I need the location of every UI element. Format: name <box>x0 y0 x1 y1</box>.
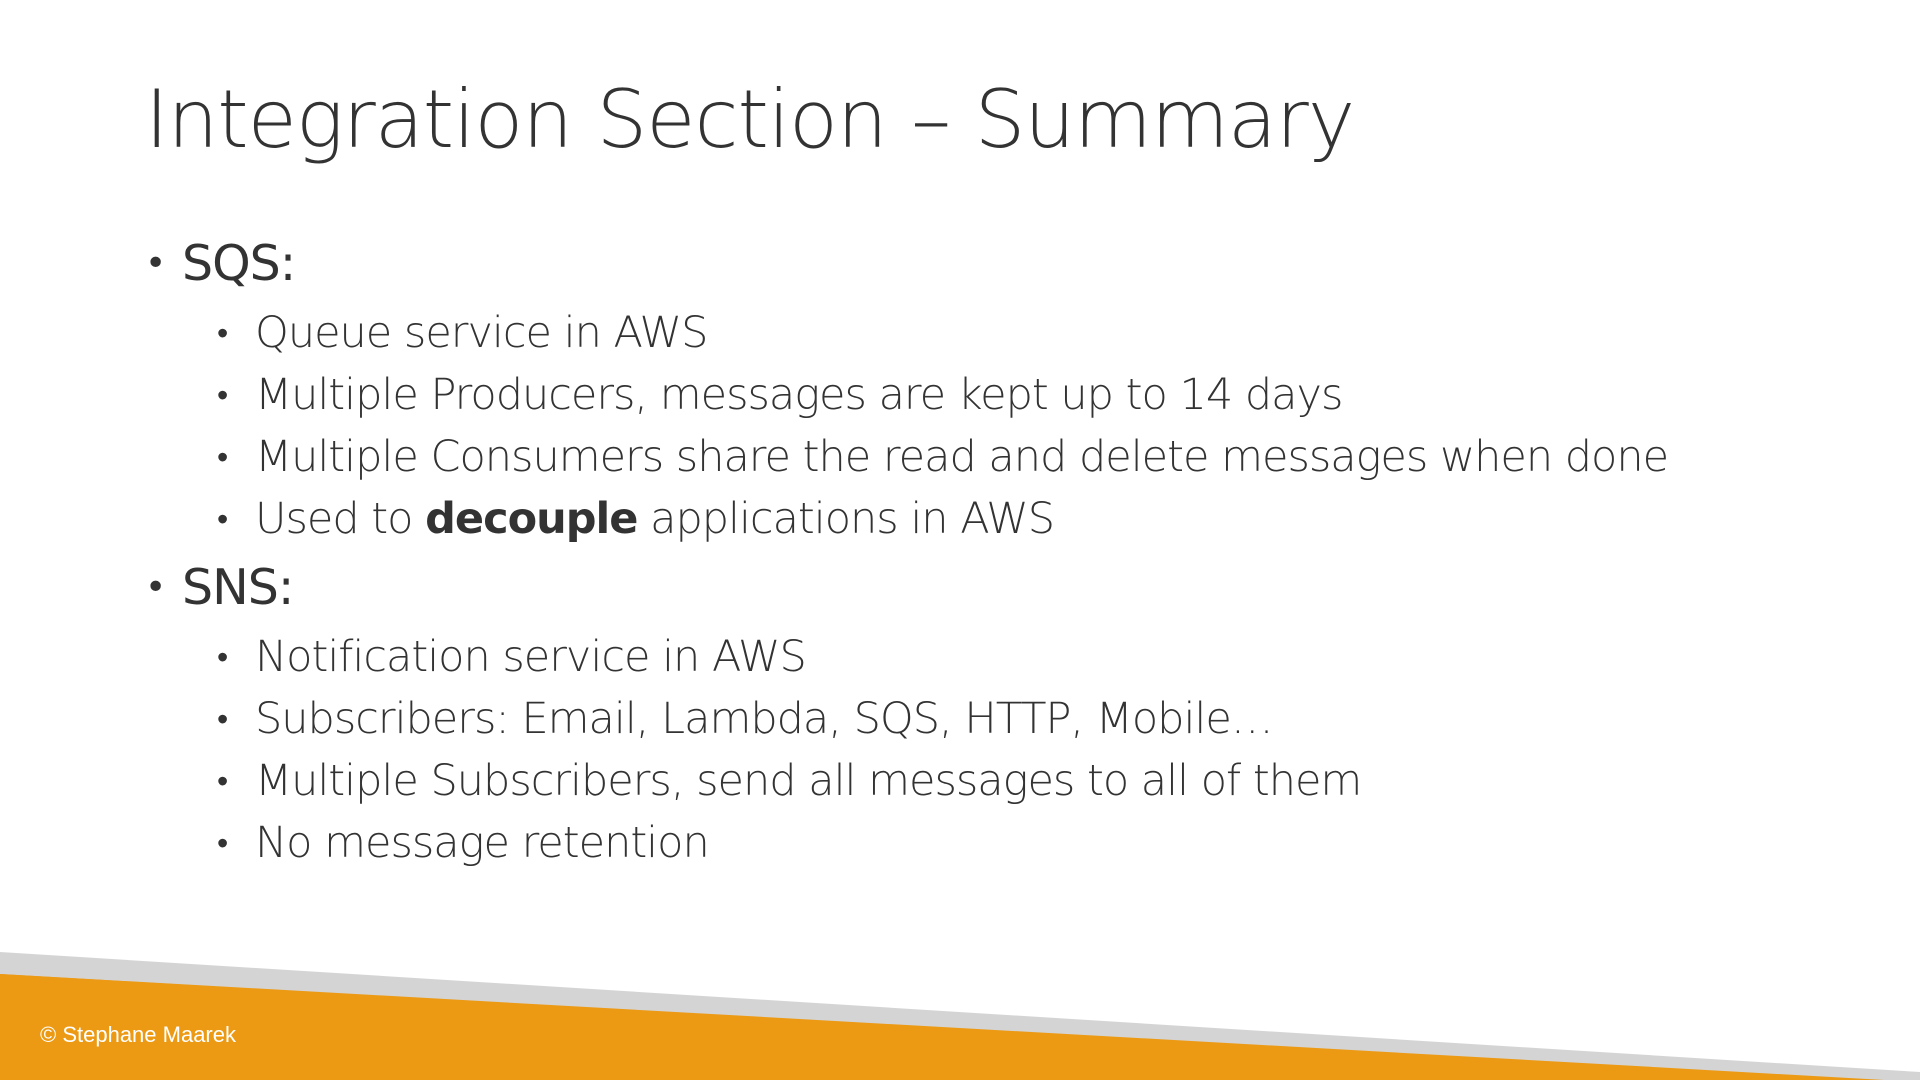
bullet-text: Subscribers: Email, Lambda, SQS, HTTP, M… <box>255 694 1274 744</box>
bullet-heading-sns: SNS: <box>145 550 1845 626</box>
sqs-bullet-item: Multiple Consumers share the read and de… <box>145 426 1845 488</box>
bullet-text: No message retention <box>255 818 710 868</box>
bullet-text: Queue service in AWS <box>255 308 708 358</box>
bullet-content: SQS: Queue service in AWS Multiple Produ… <box>145 226 1845 874</box>
sqs-bullet-item: Multiple Producers, messages are kept up… <box>145 364 1845 426</box>
udemy-watermark: Udemy <box>1840 1048 1885 1064</box>
bullet-text: Notification service in AWS <box>255 632 807 682</box>
bullet-text: Used to <box>255 494 426 544</box>
footer-orange-band <box>0 974 1920 1080</box>
bullet-text: Multiple Subscribers, send all messages … <box>255 756 1362 806</box>
bullet-text: applications in AWS <box>637 494 1055 544</box>
sqs-bullet-item: Used to decouple applications in AWS <box>145 488 1845 550</box>
bullet-text: Multiple Producers, messages are kept up… <box>255 370 1343 420</box>
copyright-text: © Stephane Maarek <box>40 1022 236 1047</box>
sns-bullet-item: Multiple Subscribers, send all messages … <box>145 750 1845 812</box>
sns-bullet-item: No message retention <box>145 812 1845 874</box>
slide-title: Integration Section – Summary <box>145 73 1355 166</box>
sns-bullet-item: Subscribers: Email, Lambda, SQS, HTTP, M… <box>145 688 1845 750</box>
footer-gray-stripe <box>0 952 1920 1080</box>
bullet-bold-text: decouple <box>425 494 638 544</box>
sqs-bullet-item: Queue service in AWS <box>145 302 1845 364</box>
sns-bullet-item: Notification service in AWS <box>145 626 1845 688</box>
bullet-text: Multiple Consumers share the read and de… <box>255 432 1669 482</box>
bullet-heading-sqs: SQS: <box>145 226 1845 302</box>
footer-orange-fill <box>0 974 1840 1080</box>
